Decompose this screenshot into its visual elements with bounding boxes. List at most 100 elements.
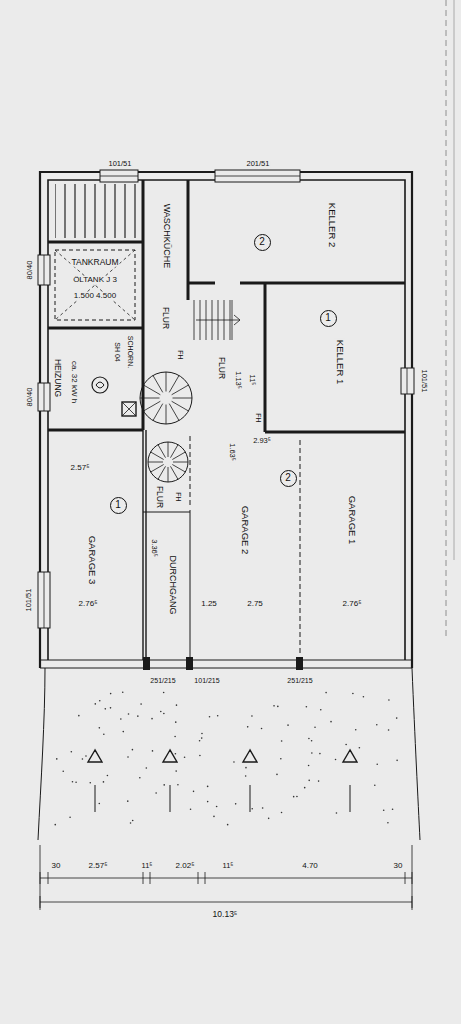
door-post <box>186 657 193 670</box>
paving-dot <box>201 733 203 735</box>
window-size: 201/51 <box>246 160 271 168</box>
paving-dot <box>376 763 378 765</box>
paving-dot <box>163 784 165 786</box>
paving-dot <box>71 751 73 753</box>
paving-dot <box>190 809 192 811</box>
garage-door-line <box>40 660 412 668</box>
room-name: FLUR <box>218 356 227 380</box>
stair-arrow <box>196 300 240 340</box>
paving-dot <box>139 777 141 779</box>
paving-dot <box>281 740 283 742</box>
room-name: ca. 32 kW h <box>70 360 78 404</box>
paving-dot <box>69 816 71 818</box>
paving-dot <box>160 711 162 713</box>
dimension-label: 1.13⁵ <box>234 370 242 390</box>
paving-dot <box>62 770 64 772</box>
paving-dot <box>287 724 289 726</box>
paving-dot <box>352 693 354 695</box>
paving-dot <box>213 816 215 818</box>
chimney-note: SH 04 <box>114 341 121 362</box>
paving-dot <box>174 736 176 738</box>
paving-dot <box>387 822 389 824</box>
room-name: GARAGE 3 <box>87 535 97 586</box>
window-size: 80/40 <box>26 387 34 408</box>
paving-dot <box>277 706 279 708</box>
spiral-stair <box>148 442 188 482</box>
window-size: 101/51 <box>108 160 133 168</box>
paving-dot <box>78 715 80 717</box>
paving-dot <box>98 803 100 805</box>
paving-dot <box>56 758 58 760</box>
stair-tread <box>143 401 160 411</box>
stair-tread <box>172 385 189 395</box>
dimension-label: 2.93⁵ <box>252 437 272 445</box>
paving-dot <box>176 704 178 706</box>
dimension-label: 2.75 <box>246 600 264 608</box>
paving-dot <box>140 703 142 705</box>
room-name: WASCHKÜCHE <box>162 203 171 270</box>
paving-dot <box>335 759 337 761</box>
paving-dot <box>276 774 278 776</box>
stair-tread <box>194 300 195 340</box>
paving-dot <box>345 744 347 746</box>
window-glass <box>44 176 407 628</box>
paving-dot <box>72 781 74 783</box>
paving-dot <box>209 716 211 718</box>
paving-dot <box>319 753 321 755</box>
window-size: 101/51 <box>420 369 428 394</box>
stair-tread <box>166 405 167 425</box>
paving-dot <box>199 740 201 742</box>
paving-dot <box>318 780 320 782</box>
paving-dot <box>374 784 376 786</box>
room-area: GARAGE 1 <box>302 434 404 658</box>
dimension-line <box>40 878 412 902</box>
chimney <box>122 402 136 416</box>
paving-dot <box>127 800 129 802</box>
stair-tread <box>168 467 169 482</box>
door-size: 251/215 <box>149 677 176 684</box>
paving-dot <box>363 696 365 698</box>
paving-dot <box>130 822 132 824</box>
paving-dot <box>320 709 322 711</box>
paving-dot <box>103 781 105 783</box>
paving-dot <box>293 796 295 798</box>
paving-dot <box>132 820 134 822</box>
dashed-partition <box>190 436 300 655</box>
stair-tread <box>158 466 166 479</box>
dimension-label: 2.76⁵ <box>78 600 99 608</box>
paving-dot <box>268 818 270 820</box>
dimension-label: 4.70 <box>301 862 319 870</box>
paving-dot <box>107 775 109 777</box>
dimension-label: 1.25 <box>200 600 218 608</box>
room-name: KELLER 2 <box>327 202 337 248</box>
room-name: FLUR <box>156 485 165 509</box>
callout-circle: 2 <box>280 470 297 487</box>
paving-dot <box>99 700 101 702</box>
floor-height: FH <box>175 491 182 502</box>
paving-dot <box>325 692 327 694</box>
paving-dot <box>175 770 177 772</box>
sheet-line <box>454 0 455 560</box>
outer-wall <box>48 180 405 660</box>
paving-dot <box>99 727 101 729</box>
paving-dot <box>273 705 275 707</box>
room-name: TANKRAUM <box>70 258 119 267</box>
callout-number: 1 <box>115 500 121 510</box>
paving-dot <box>175 753 177 755</box>
room-area: FLUR <box>145 302 187 342</box>
chimney <box>122 402 136 416</box>
paving-dot <box>330 721 332 723</box>
room-name: FLUR <box>162 306 171 330</box>
paving-dot <box>127 756 129 758</box>
room-area: GARAGE 22 <box>192 434 299 658</box>
stair-tread <box>158 445 166 458</box>
dimension-label: 2.57⁵ <box>88 862 109 870</box>
paving-dot <box>308 780 310 782</box>
paving-dot <box>251 808 253 810</box>
paving-dot <box>75 781 77 783</box>
spiral-stair <box>140 372 192 424</box>
stair-tread <box>173 398 193 399</box>
partition-line <box>143 510 190 660</box>
driveway-edge <box>38 668 420 840</box>
stair-tread <box>151 465 164 473</box>
